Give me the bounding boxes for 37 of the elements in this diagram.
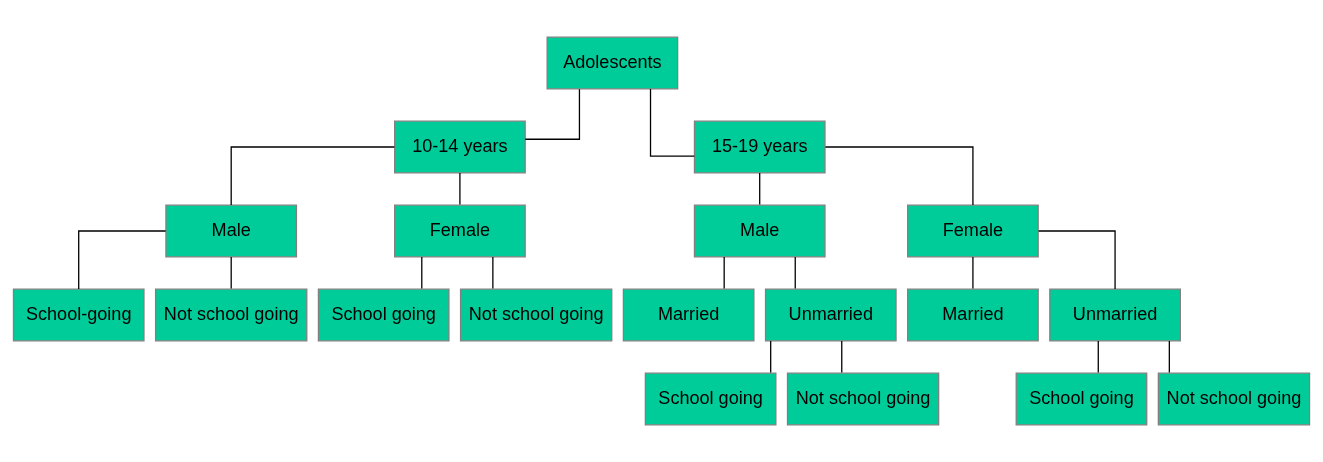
node-box: Married [907, 288, 1039, 342]
node-box: School going [644, 372, 777, 426]
node-box: Unmarried [764, 288, 897, 342]
node-box: School going [317, 288, 450, 342]
node-box: Not school going [459, 288, 613, 342]
node-box: Not school going [786, 372, 940, 426]
connector [524, 88, 581, 140]
connector [230, 256, 232, 290]
node-box: Female [907, 204, 1039, 258]
node-box: Married [622, 288, 755, 342]
connector [824, 146, 974, 206]
connector [421, 256, 423, 290]
connector [723, 256, 725, 290]
node-box: Not school going [154, 288, 308, 342]
connector [492, 256, 494, 290]
connector [459, 172, 461, 206]
node-box: 10-14 years [394, 120, 526, 174]
connector [841, 340, 843, 374]
connector [1037, 230, 1116, 290]
node-box: School-going [12, 288, 145, 342]
connector [770, 340, 772, 374]
connector [1097, 340, 1099, 374]
node-box: Unmarried [1049, 288, 1181, 342]
connector [759, 172, 761, 206]
node-box: Male [165, 204, 298, 258]
node-box: Not school going [1157, 372, 1311, 426]
connector [230, 146, 395, 206]
node-box: 15-19 years [693, 120, 826, 174]
node-box: Male [693, 204, 826, 258]
node-box: Female [394, 204, 526, 258]
node-box: School going [1015, 372, 1148, 426]
connector [649, 88, 695, 157]
connector [794, 256, 796, 290]
connector [972, 256, 974, 290]
node-box: Adolescents [546, 36, 679, 90]
connector [1168, 340, 1170, 374]
connector [78, 230, 167, 290]
